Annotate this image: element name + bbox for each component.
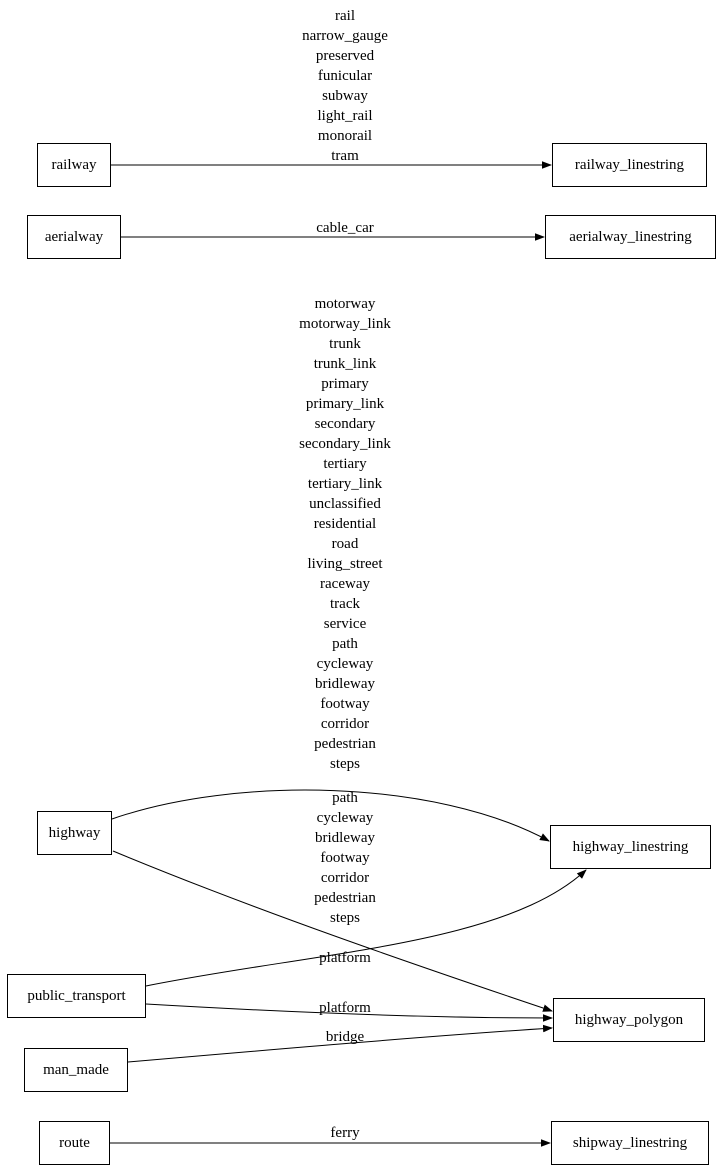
node-man-made: man_made: [24, 1048, 128, 1092]
node-route: route: [39, 1121, 110, 1165]
edge-label-platform-linestring: platform: [319, 950, 371, 966]
edge-public-transport-to-highway-linestring: [145, 869, 587, 987]
edge-highway-to-highway-linestring: [111, 789, 550, 842]
node-aerialway-linestring: aerialway_linestring: [545, 215, 716, 259]
edge-public-transport-to-highway-polygon: [145, 1003, 553, 1022]
edge-label-platform-polygon: platform: [319, 1000, 371, 1016]
edge-label-highway-linestring-values: motorway motorway_link trunk trunk_link …: [299, 296, 391, 772]
node-highway-linestring: highway_linestring: [550, 825, 711, 869]
edge-label-railway-values: rail narrow_gauge preserved funicular su…: [302, 8, 388, 164]
edge-label-ferry: ferry: [330, 1125, 360, 1141]
node-aerialway: aerialway: [27, 215, 121, 259]
edge-highway-to-highway-polygon: [112, 850, 553, 1012]
edge-man-made-to-highway-polygon: [127, 1024, 553, 1063]
node-public-transport: public_transport: [7, 974, 146, 1018]
node-highway-polygon: highway_polygon: [553, 998, 705, 1042]
edge-label-bridge: bridge: [325, 1029, 365, 1045]
node-railway-linestring: railway_linestring: [552, 143, 707, 187]
edge-label-cable-car: cable_car: [316, 220, 374, 236]
edge-label-highway-polygon-values: path cycleway bridleway footway corridor…: [314, 790, 376, 926]
node-shipway-linestring: shipway_linestring: [551, 1121, 709, 1165]
node-railway: railway: [37, 143, 111, 187]
node-highway: highway: [37, 811, 112, 855]
